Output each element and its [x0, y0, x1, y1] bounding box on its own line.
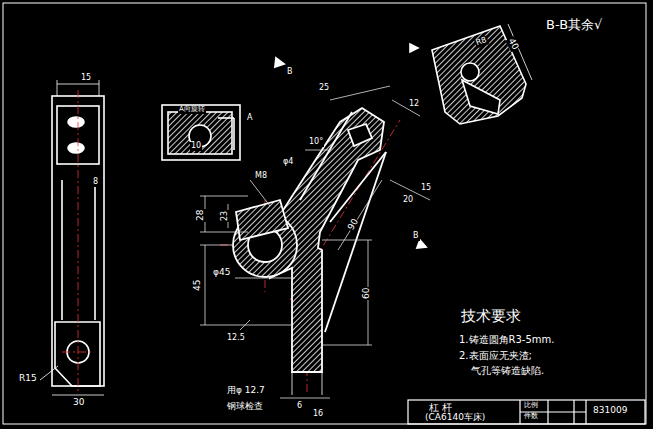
drawing-label: 15: [420, 184, 432, 193]
drawing-label: 30: [72, 398, 85, 408]
drawing-label: 60: [362, 287, 372, 300]
drawing-label: A: [246, 114, 253, 123]
drawing-label: 23: [221, 210, 230, 222]
drawing-label: 45: [193, 279, 203, 292]
drawing-label: 杠 杆: [428, 402, 453, 413]
drawing-label: 25: [318, 84, 330, 93]
drawing-label: R15: [18, 374, 38, 384]
drawing-label: 1.铸造圆角R3-5mm.: [458, 334, 555, 345]
drawing-label: 比例: [523, 402, 539, 410]
drawing-label: 15: [80, 74, 92, 83]
drawing-label: 8: [92, 178, 99, 187]
main-view: [233, 58, 426, 395]
drawing-label: φ45: [212, 268, 231, 278]
drawing-label: 用φ 12.7: [226, 386, 266, 396]
drawing-label: B: [286, 68, 294, 77]
drawing-frame: [3, 3, 646, 424]
drawing-label: (CA6140车床): [424, 413, 486, 423]
drawing-label: 件数: [523, 413, 539, 421]
drawing-label: 12: [408, 100, 420, 109]
side-view: [40, 80, 104, 395]
drawing-label: 831009: [592, 406, 628, 416]
drawing-label: 12.5: [226, 334, 246, 343]
drawing-label: A向旋转: [178, 106, 206, 114]
dimension-lines: [200, 86, 430, 398]
title-block: [408, 400, 645, 424]
drawing-label: 90: [346, 216, 361, 233]
drawing-label: 10°: [308, 138, 324, 147]
drawing-label: B: [412, 232, 420, 241]
drawing-label: 钢球检查: [226, 402, 264, 412]
drawing-label: 10: [190, 142, 202, 151]
drawing-label: φ4: [282, 158, 294, 167]
drawing-label: 28: [196, 209, 206, 222]
drawing-label: 40: [505, 36, 520, 53]
drawing-label: B-B其余√: [545, 18, 603, 32]
drawing-label: 技术要求: [460, 308, 522, 325]
drawing-label: M8: [254, 172, 268, 181]
b-b-section: [410, 24, 532, 124]
drawing-label: 6: [296, 402, 303, 411]
drawing-label: 气孔等铸造缺陷.: [470, 365, 545, 376]
a-view: [162, 105, 240, 160]
drawing-label: R8: [474, 36, 489, 49]
drawing-label: 16: [312, 410, 324, 419]
drawing-label: 2.表面应无夹渣;: [458, 350, 533, 361]
drawing-label: 20: [402, 196, 414, 205]
center-lines: [62, 90, 400, 395]
